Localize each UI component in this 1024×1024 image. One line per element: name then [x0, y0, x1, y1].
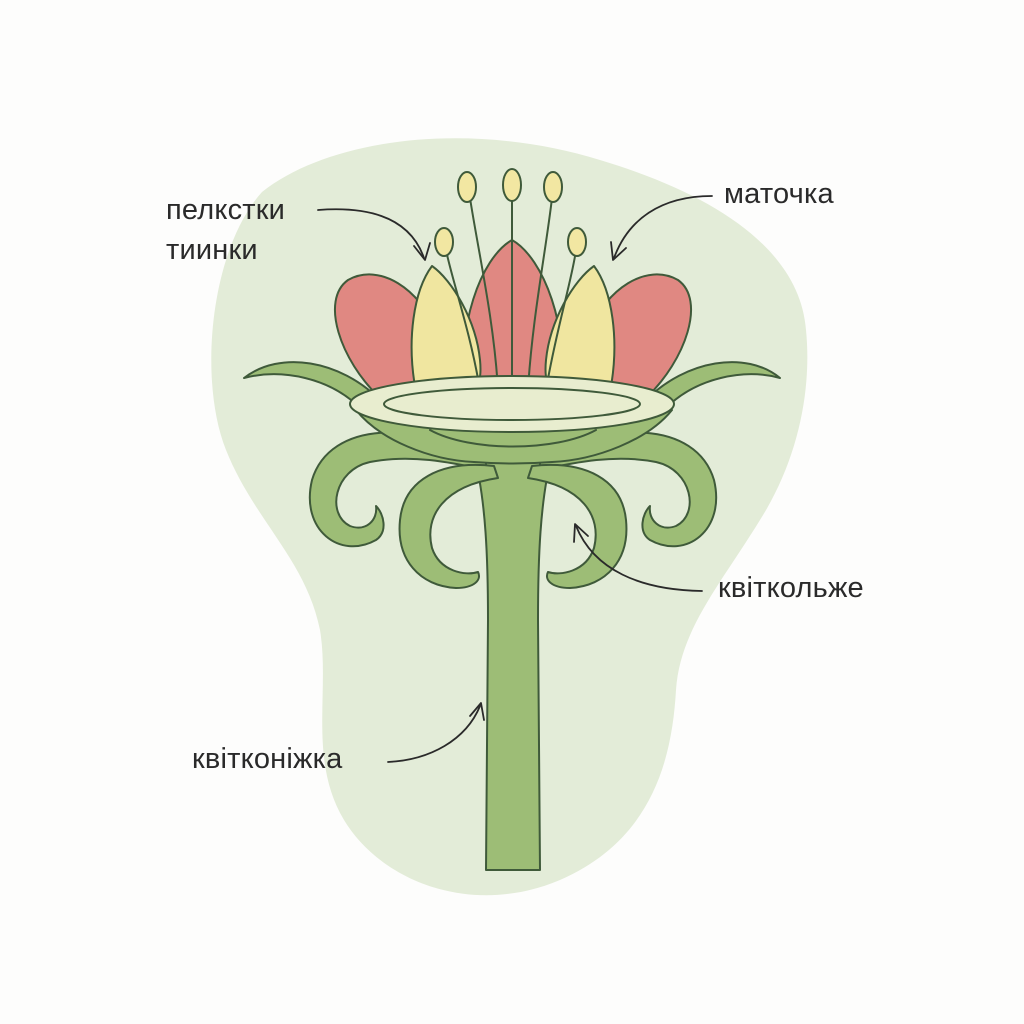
stamen-anther-3: [502, 168, 522, 202]
stamen-filament-4: [527, 197, 553, 391]
label-pedicel: квітконіжка: [192, 743, 343, 775]
stamen-anther-5: [567, 227, 587, 257]
stamen-anther-1: [434, 227, 454, 257]
stamen-filament-2: [469, 197, 499, 391]
arrow-pistil: [613, 195, 713, 259]
sepal-lower-right-inner: [527, 464, 628, 589]
label-petals: пелкстки: [166, 194, 286, 226]
label-stamens: тиинки: [166, 234, 258, 266]
stamen-anther-2: [457, 171, 477, 203]
arrow-receptacle: [575, 525, 703, 592]
arrowhead-pistil: [610, 241, 627, 261]
sepal-lower-right-outer: [539, 431, 717, 548]
stamen-anther-4: [543, 171, 563, 203]
sepal-lower-left-outer: [309, 431, 487, 548]
arrowhead-pedicel: [469, 702, 485, 721]
arrowhead-petals: [413, 242, 431, 261]
arrow-petals: [317, 208, 425, 259]
arrowhead-receptacle: [573, 523, 589, 543]
receptacle-crease: [429, 429, 597, 448]
stamen-filament-1: [445, 249, 481, 391]
label-pistil: маточка: [724, 178, 834, 210]
receptacle-rim: [349, 375, 675, 433]
stamen-filament-5: [545, 249, 577, 391]
sepal-lower-left-inner: [398, 464, 499, 589]
pedicel-stem: [473, 454, 553, 871]
arrow-pedicel: [387, 705, 481, 763]
receptacle-rim-inner: [383, 387, 641, 421]
label-receptacle: квіткольже: [718, 572, 864, 604]
